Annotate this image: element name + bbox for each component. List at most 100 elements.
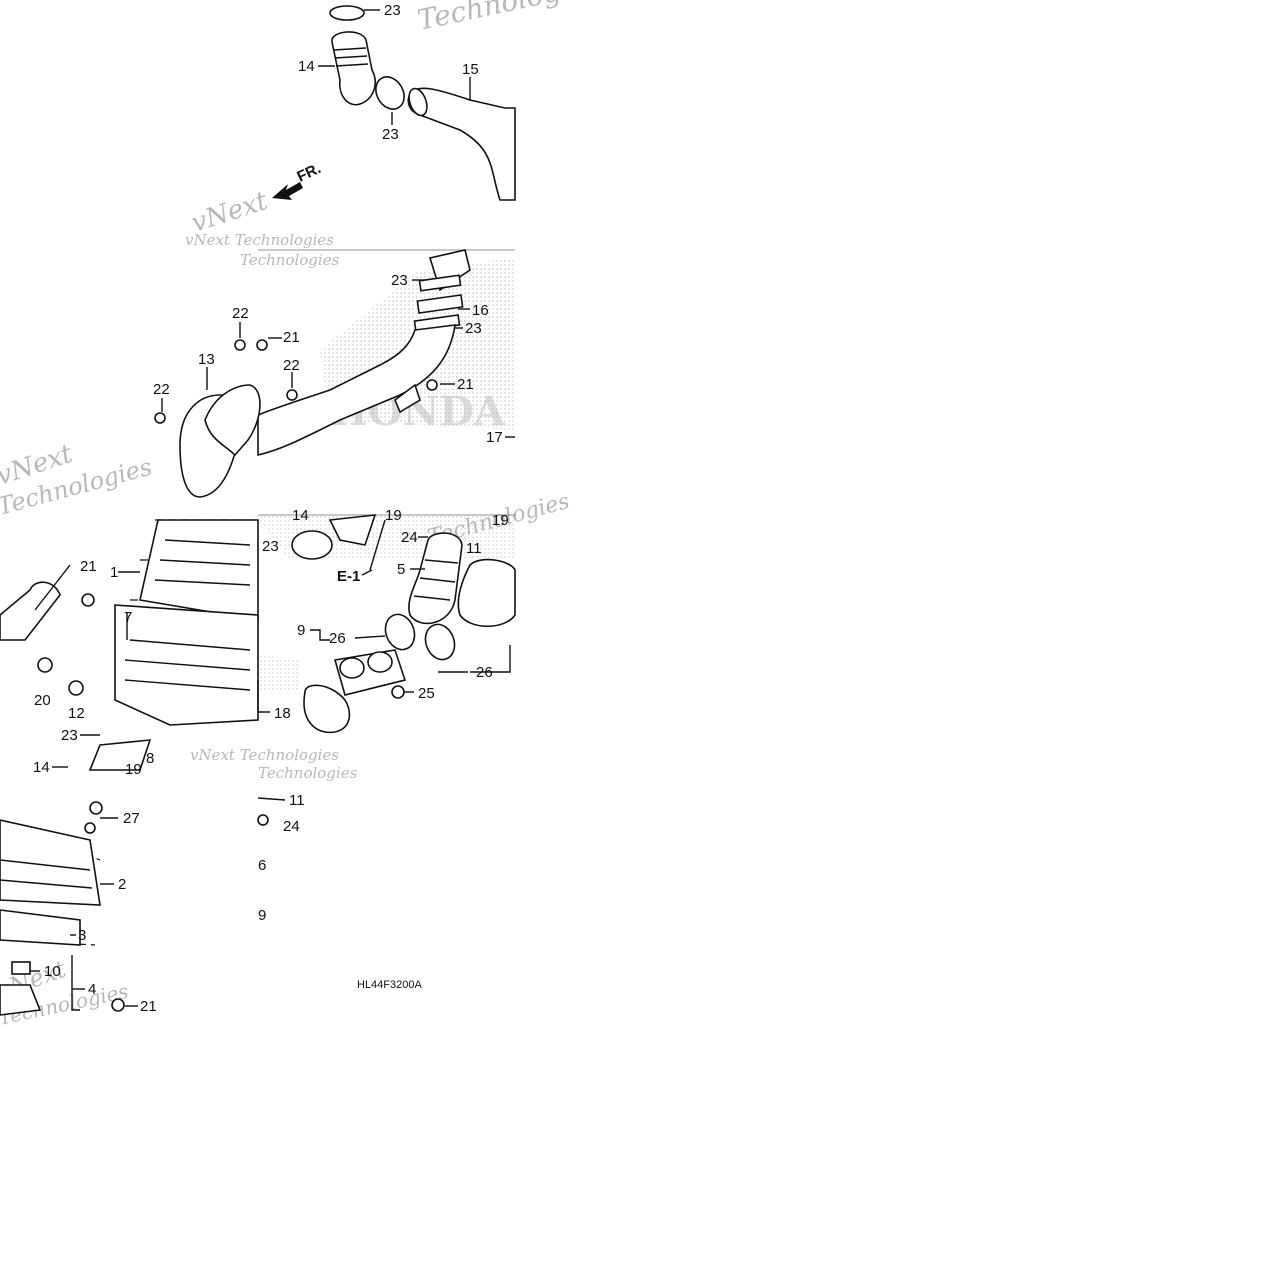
case-ribs [154, 539, 251, 586]
front-label: FR. [295, 160, 324, 186]
intake-tube-group [329, 5, 516, 201]
bolt [426, 379, 438, 391]
watermark-text: Technologies [240, 251, 340, 269]
diagram-code: HL44F3200A [357, 979, 422, 991]
callout-number: 26 [329, 630, 346, 647]
leader-lines [30, 9, 515, 1011]
callout-number: 23 [382, 126, 399, 143]
band-clamp [384, 613, 416, 651]
callout-number: 9 [297, 622, 305, 639]
case-cover [0, 819, 101, 906]
callout-number: 1 [110, 564, 118, 581]
callout-number: 11 [289, 792, 305, 809]
connecting-tube [331, 31, 376, 106]
joint-port [367, 651, 393, 673]
callout-number: 11 [466, 540, 482, 557]
holder [0, 984, 42, 1016]
callout-number: 22 [153, 381, 170, 398]
leader [34, 564, 71, 611]
bolt [391, 685, 405, 699]
air-hose [407, 87, 516, 201]
callout-number: 25 [418, 685, 435, 702]
tile-edges [258, 249, 515, 516]
band-clamp [375, 76, 405, 110]
hose-end [408, 87, 428, 117]
callout-number: 19 [125, 761, 142, 778]
air-cleaner-case-group [0, 519, 259, 771]
bolt [89, 801, 103, 815]
callout-number: 12 [68, 705, 85, 722]
callout-number: 23 [384, 2, 401, 19]
watermark-text: vNext Technologies [185, 231, 334, 249]
joint-port [339, 657, 365, 679]
callout-number: 10 [44, 963, 61, 980]
callout-number: 2 [118, 876, 126, 893]
callout-number: 18 [274, 705, 291, 722]
band-clamp [424, 623, 456, 661]
callout-number: 23 [391, 272, 408, 289]
tube-ribs [333, 47, 369, 67]
callout-number: 22 [232, 305, 249, 322]
bolt [234, 339, 246, 351]
callout-number: 5 [397, 561, 405, 578]
callout-number: 15 [462, 61, 479, 78]
callout-number: 27 [123, 810, 140, 827]
arrow-icon [361, 569, 373, 576]
band-clamp [88, 739, 152, 771]
arrow-icon [272, 182, 303, 200]
intake-tube [457, 558, 516, 627]
leader [257, 797, 286, 801]
callout-number: 14 [292, 507, 309, 524]
air-duct-group [154, 249, 471, 498]
duct-bracket [394, 383, 421, 414]
case-ribs [124, 639, 251, 691]
bolt [257, 814, 269, 826]
callout-number: 21 [283, 329, 300, 346]
callout-number: 20 [34, 692, 51, 709]
bolt [256, 339, 268, 351]
callout-number: 8 [146, 750, 154, 767]
callout-number: 9 [258, 907, 266, 924]
band-clamp [418, 274, 462, 292]
section-ref-label: E-1 [337, 568, 360, 585]
callout-number: 24 [283, 818, 300, 835]
watermark-text: vNext Technologies [190, 746, 339, 764]
intake-tube [408, 532, 463, 625]
grommet [68, 680, 84, 696]
callout-number: 14 [298, 58, 315, 75]
watermark-text: Technologies [415, 0, 603, 37]
callout-number: 7 [124, 609, 132, 626]
case-cover-group [0, 797, 286, 1016]
duct-joint [416, 294, 464, 314]
callout-number: 16 [472, 302, 489, 319]
band-clamp [329, 5, 365, 21]
screw [354, 635, 386, 639]
callout-number: 13 [198, 351, 215, 368]
seal-pad [11, 961, 31, 975]
section-reference: E-1 [337, 568, 373, 585]
bolt [81, 593, 95, 607]
bolt [154, 412, 166, 424]
tube-ribs [413, 559, 459, 601]
cover-ribs [0, 859, 93, 889]
callout-number: 4 [88, 981, 96, 998]
gasket [303, 684, 351, 734]
callouts: 23 14 15 23 23 16 23 22 21 13 22 22 21 1… [33, 2, 509, 1015]
callout-number: 22 [283, 357, 300, 374]
case-upper [139, 519, 259, 621]
air-duct [257, 324, 456, 457]
collar [84, 822, 96, 834]
callout-number: 23 [262, 538, 279, 555]
callout-number: 17 [486, 429, 503, 446]
callout-number: 23 [61, 727, 78, 744]
callout-number: 14 [33, 759, 50, 776]
bolt [286, 389, 298, 401]
element-frame [0, 909, 81, 946]
callout-number: 6 [258, 857, 266, 874]
watermark-text: Technologies [258, 764, 358, 782]
front-direction-marker: FR. [272, 160, 324, 200]
callout-number: 21 [80, 558, 97, 575]
callout-number: 26 [476, 664, 493, 681]
bolt [111, 998, 125, 1012]
